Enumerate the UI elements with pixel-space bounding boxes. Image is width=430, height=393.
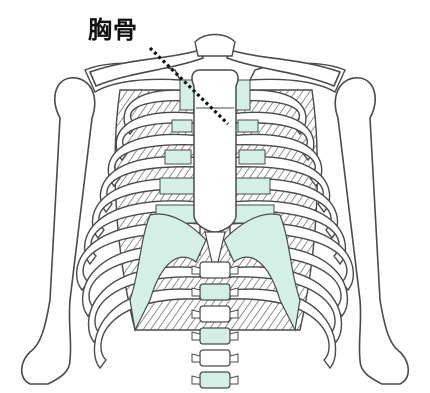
- manubrium-top: [195, 35, 235, 57]
- costal-cartilage-right: [236, 80, 250, 110]
- vertebra: [200, 306, 230, 322]
- costal-cartilage-right: [238, 120, 258, 132]
- vertebra: [200, 284, 230, 300]
- humerus-right: [335, 78, 408, 384]
- vertebra: [200, 350, 230, 366]
- humerus-left: [22, 78, 95, 384]
- costal-cartilage-left: [180, 80, 194, 110]
- vertebra: [200, 328, 230, 344]
- costal-cartilage-right: [239, 150, 265, 164]
- costal-cartilage-right: [236, 178, 270, 194]
- costal-cartilage-left: [165, 150, 191, 164]
- vertebra: [200, 262, 230, 278]
- vertebra: [200, 372, 230, 388]
- costal-cartilage-left: [160, 178, 194, 194]
- sternum-label: 胸骨: [88, 10, 138, 45]
- costal-cartilage-left: [172, 120, 192, 132]
